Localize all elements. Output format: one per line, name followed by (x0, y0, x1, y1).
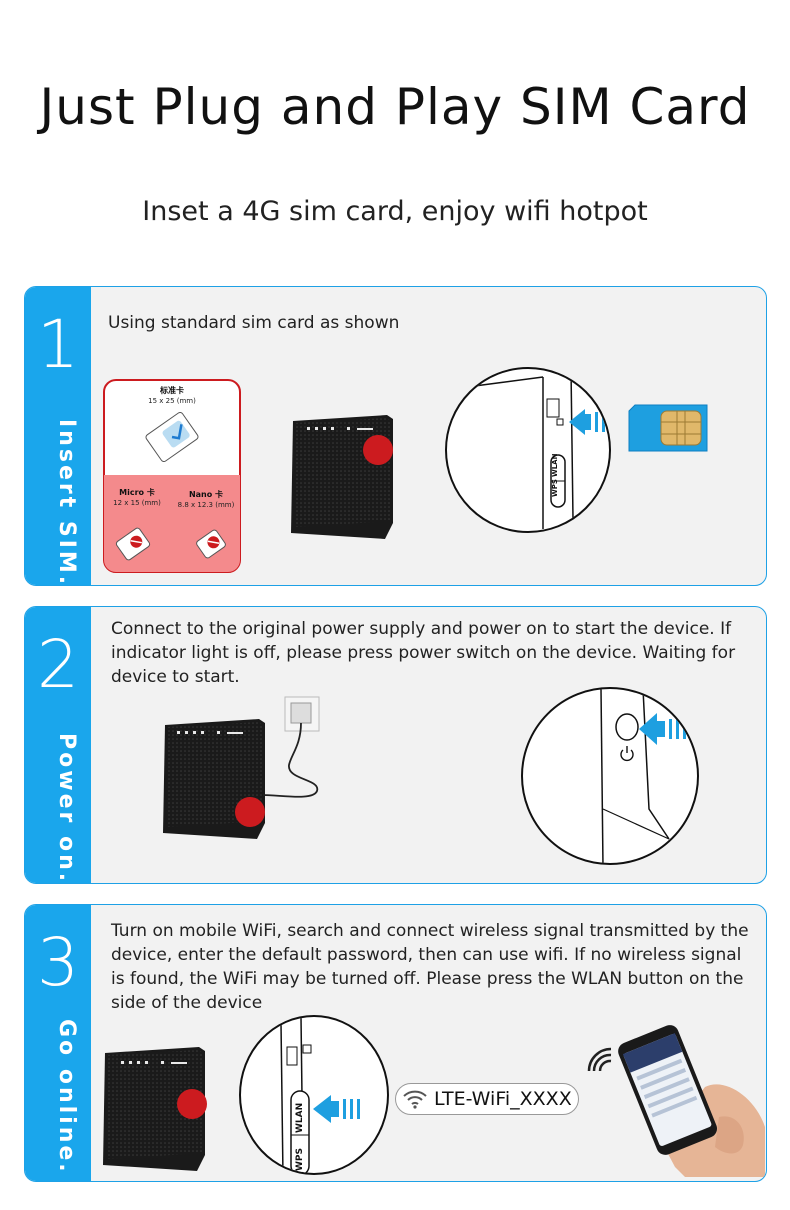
wifi-icon (403, 1090, 427, 1109)
wlan-button-label: WLAN (551, 453, 559, 477)
router-image (287, 413, 399, 543)
sim-slot-zoom: WPS WLAN (445, 367, 611, 533)
smartphone-image (615, 1017, 765, 1177)
step-2-panel: 2 Power on. Connect to the original powe… (24, 606, 767, 884)
step-1-label: Insert SIM. (54, 419, 79, 586)
wifi-network-name: LTE-WiFi_XXXX (395, 1083, 579, 1115)
page-title: Just Plug and Play SIM Card (39, 78, 751, 136)
sim-micro-size: 12 x 15 (mm) (113, 499, 161, 507)
step-2-number: 2 (37, 626, 79, 703)
sim-micro-name: Micro 卡 (119, 488, 155, 497)
step-3-description: Turn on mobile WiFi, search and connect … (111, 921, 749, 1013)
power-icon (620, 746, 634, 762)
step-3-tab: 3 Go online. (25, 905, 91, 1181)
step-2-label: Power on. (54, 733, 79, 884)
page-subtitle: Inset a 4G sim card, enjoy wifi hotpot (142, 196, 648, 227)
step-1-tab: 1 Insert SIM. (25, 287, 91, 585)
wlan-button-zoom: WPS WLAN (239, 1015, 389, 1175)
power-adapter-icon (261, 695, 331, 805)
step-1-panel: 1 Insert SIM. Using standard sim card as… (24, 286, 767, 586)
router-image (99, 1045, 211, 1175)
wlan-button-label: WLAN (295, 1102, 305, 1133)
wps-button-label: WPS (551, 479, 559, 497)
sim-chip-icon (627, 403, 709, 453)
step-2-description: Connect to the original power supply and… (111, 619, 736, 687)
step-1-description: Using standard sim card as shown (108, 313, 400, 333)
step-3-panel: 3 Go online. Turn on mobile WiFi, search… (24, 904, 767, 1182)
sim-nano-size: 8.8 x 12.3 (mm) (177, 501, 235, 509)
wlan-button-highlight (177, 1089, 207, 1119)
step-1-number: 1 (37, 306, 79, 383)
sim-nano-name: Nano 卡 (188, 490, 224, 499)
step-3-label: Go online. (54, 1019, 79, 1175)
step-2-tab: 2 Power on. (25, 607, 91, 883)
power-switch-zoom (521, 687, 699, 865)
wifi-signal-icon (585, 1045, 615, 1075)
sim-standard-name: 标准卡 (160, 386, 184, 395)
power-switch-highlight (235, 797, 265, 827)
sim-chart-graphic (103, 379, 241, 573)
sim-size-chart: 标准卡 15 x 25 (mm) Micro 卡 12 x 15 (mm) Na… (103, 379, 241, 573)
sim-slot-highlight (363, 435, 393, 465)
wps-button-label: WPS (295, 1147, 305, 1171)
step-3-number: 3 (37, 924, 79, 1001)
ssid-text: LTE-WiFi_XXXX (434, 1088, 572, 1110)
sim-standard-size: 15 x 25 (mm) (148, 397, 196, 405)
